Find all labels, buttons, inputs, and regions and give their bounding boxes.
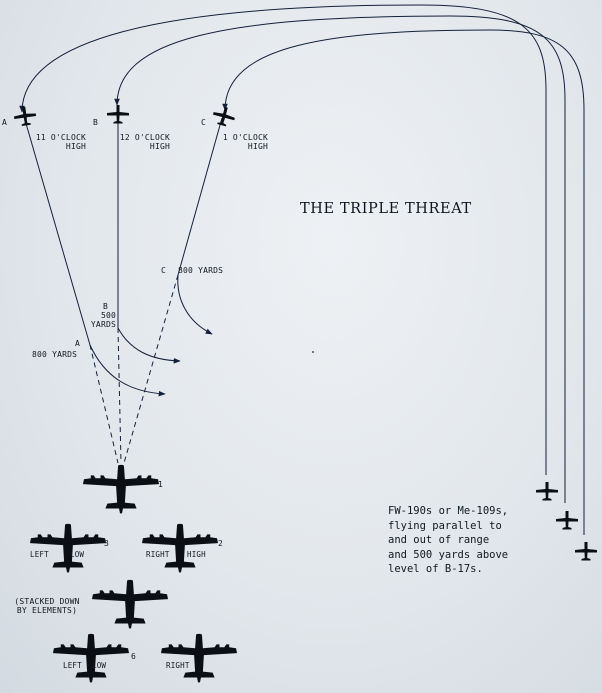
breakaway-c [177,274,213,335]
bomber-1-number: 1 [158,480,164,489]
diagram-title: THE TRIPLE THREAT [300,201,472,217]
bomber-2-left-label: RIGHT [146,550,170,559]
attacker-a-letter: A [2,118,8,127]
fighter-parallel-3-icon [575,542,597,561]
bomber-6-right-label: LOW [92,661,107,670]
caption-line-4: and 500 yards above [388,548,509,561]
breakoff-b-range: 500 YARDS [88,311,116,329]
fighter-b-icon [107,105,129,124]
attacker-a-clock: 11 O'CLOCK HIGH [30,133,86,151]
loop-path-b [114,15,566,503]
fighter-a-icon [12,105,38,127]
attacker-b-letter: B [93,118,99,127]
fighter-caption: FW-190s or Me-109s, flying parallel to a… [388,504,508,577]
bomber-6-icon [52,633,130,683]
caption-line-2: flying parallel to [388,519,502,532]
breakoff-c-letter: C [161,266,167,275]
attacker-c-position: 1 O'CLOCK [222,133,268,142]
attacker-b-clock: 12 O'CLOCK HIGH [112,133,170,151]
attacker-b-elevation: HIGH [149,142,170,151]
attack-path-c [177,117,223,276]
loop-path-c [222,29,585,535]
bomber-2-number: 2 [218,539,224,548]
attacker-a-position: 11 O'CLOCK [35,133,86,142]
attack-path-a [24,119,91,346]
breakoff-b-range-line-1: 500 [100,311,116,320]
attack-path-c-projected [123,274,179,464]
bomber-6-left-label: LEFT [63,661,82,670]
breakoff-b-letter: B [103,302,109,311]
attacker-c-elevation: HIGH [247,142,268,151]
bomber-6-number: 6 [131,652,137,661]
bomber-3-icon [29,523,107,573]
caption-line-5: level of B-17s. [388,563,483,575]
bomber-3-left-label: LEFT [30,550,49,559]
attacker-c-letter: C [201,118,207,127]
bomber-5-icon [160,633,238,683]
breakoff-a-letter: A [75,339,81,348]
fighter-c-icon [210,104,237,129]
stacked-note-line-1: (STACKED DOWN [14,597,80,606]
attack-path-b-projected [117,327,122,464]
bomber-3-right-label: LOW [70,550,85,559]
fighter-parallel-1-icon [536,482,558,501]
attacker-c-clock: 1 O'CLOCK HIGH [210,133,268,151]
caption-line-1: FW-190s or Me-109s, [388,505,509,517]
stray-mark [312,351,314,353]
bomber-5-label: RIGHT [166,661,190,670]
fighter-parallel-2-icon [556,511,578,530]
breakoff-c-range: 800 YARDS [178,266,224,275]
loop-path-a [19,4,547,475]
attack-path-a-projected [89,344,119,464]
breakaway-a [89,344,166,397]
bomber-4-icon [91,579,169,629]
breakaway-b [117,327,181,364]
breakoff-b-range-line-2: YARDS [90,320,116,329]
attacker-a-elevation: HIGH [65,142,86,151]
stacked-note-line-2: BY ELEMENTS) [16,606,78,615]
bomber-3-number: 3 [104,539,110,548]
bomber-2-icon [141,523,219,573]
bomber-2-right-label: HIGH [187,550,206,559]
bomber-1-icon [82,464,160,514]
breakoff-a-range: 800 YARDS [32,350,78,359]
stacked-note: (STACKED DOWN BY ELEMENTS) [4,597,90,615]
caption-line-3: and out of range [388,534,490,546]
attacker-b-position: 12 O'CLOCK [119,133,170,142]
